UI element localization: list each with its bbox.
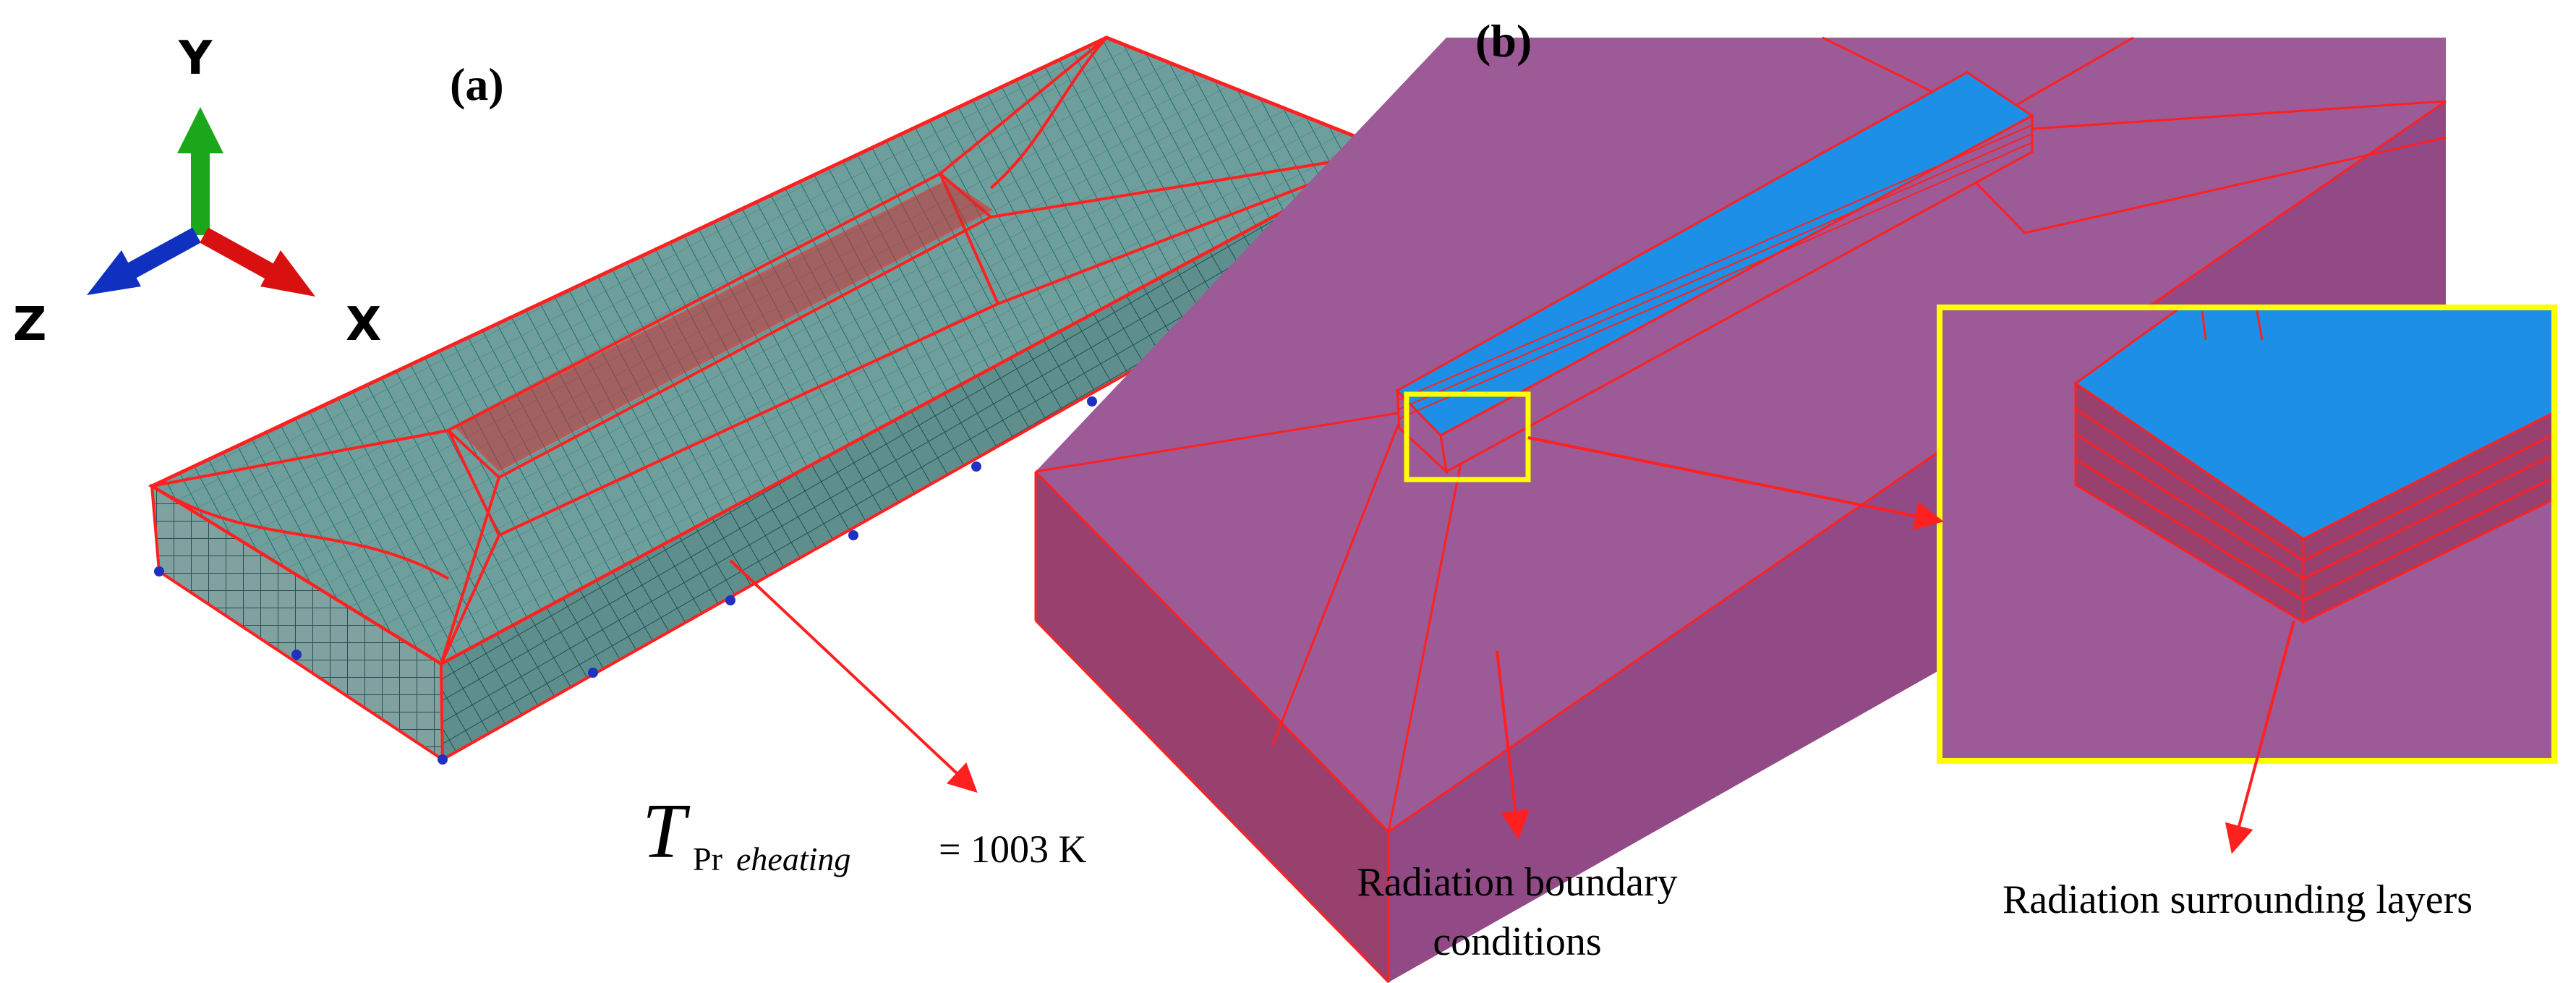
axis-label-y: Y (178, 32, 213, 85)
panel-label-b: (b) (1475, 15, 1532, 67)
caption-boundary-line1: Radiation boundary (1357, 860, 1677, 905)
axis-triad-icon: Y Z X (13, 32, 381, 352)
formula-value: = 1003 K (939, 827, 1086, 871)
preheat-formula: T Pr eheating = 1003 K (642, 788, 1086, 877)
formula-subscript: Pr (693, 841, 722, 877)
deposit-track-front (1396, 388, 1449, 475)
axis-label-x: X (346, 298, 381, 352)
boundary-arrow (1496, 650, 1530, 840)
zoom-inset (1937, 305, 2557, 764)
panel-a: (a) T Pr eheating = 1003 K (148, 35, 1399, 877)
axis-label-z: Z (13, 298, 46, 352)
deposit-track-mesh (453, 179, 993, 472)
zoom-source-box (1404, 391, 1531, 482)
caption-boundary-line2: conditions (1433, 919, 1601, 964)
layers-arrow (2225, 620, 2295, 854)
plate-top-face (1036, 38, 2446, 832)
preheat-arrow (729, 559, 978, 793)
formula-subscript-italic: eheating (736, 841, 850, 877)
formula-symbol: T (642, 788, 691, 875)
deposit-layer-lines (1398, 124, 2033, 420)
plate-front-face (1036, 472, 1389, 982)
caption-layers: Radiation surrounding layers (2003, 877, 2473, 922)
panel-label-a: (a) (450, 59, 504, 110)
zoom-arrow (1527, 436, 1944, 530)
panel-b: (b) Radiation boundary conditions Radiat… (1034, 15, 2557, 983)
